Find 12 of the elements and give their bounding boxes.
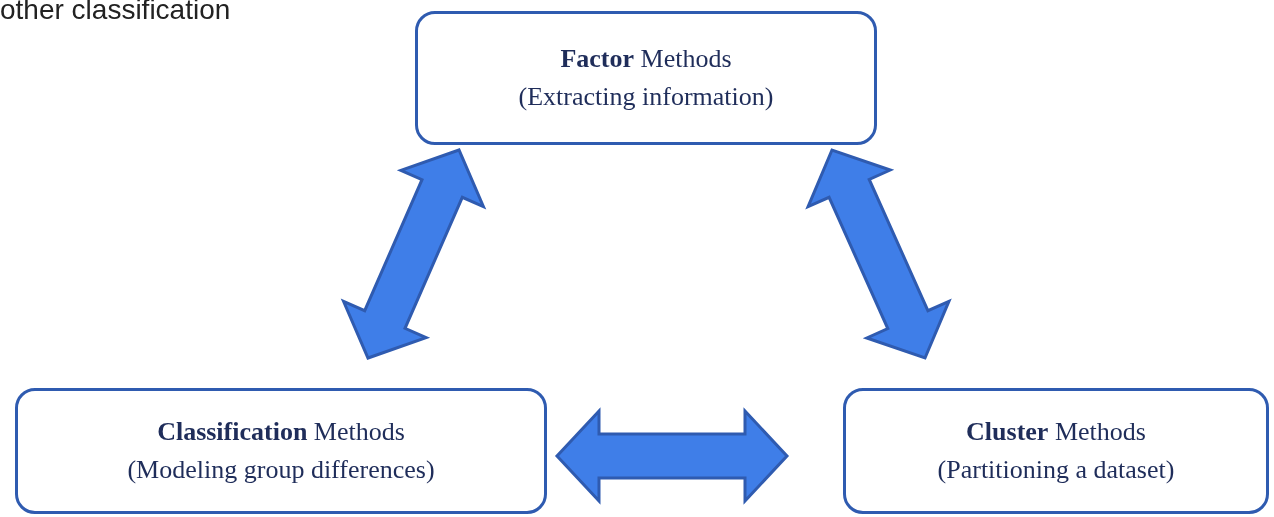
method-title: Cluster Methods (966, 416, 1146, 449)
method-description: (Extracting information) (518, 81, 774, 113)
method-title: Factor Methods (560, 43, 732, 76)
method-box (415, 11, 877, 145)
double-arrow (340, 148, 487, 360)
method-box (15, 388, 547, 514)
double-arrow (554, 407, 790, 505)
double-arrow (805, 148, 952, 360)
method-title: Classification Methods (157, 416, 405, 449)
method-box (843, 388, 1269, 514)
method-description: (Partitioning a dataset) (937, 454, 1175, 486)
method-description: (Modeling group differences) (127, 454, 435, 486)
